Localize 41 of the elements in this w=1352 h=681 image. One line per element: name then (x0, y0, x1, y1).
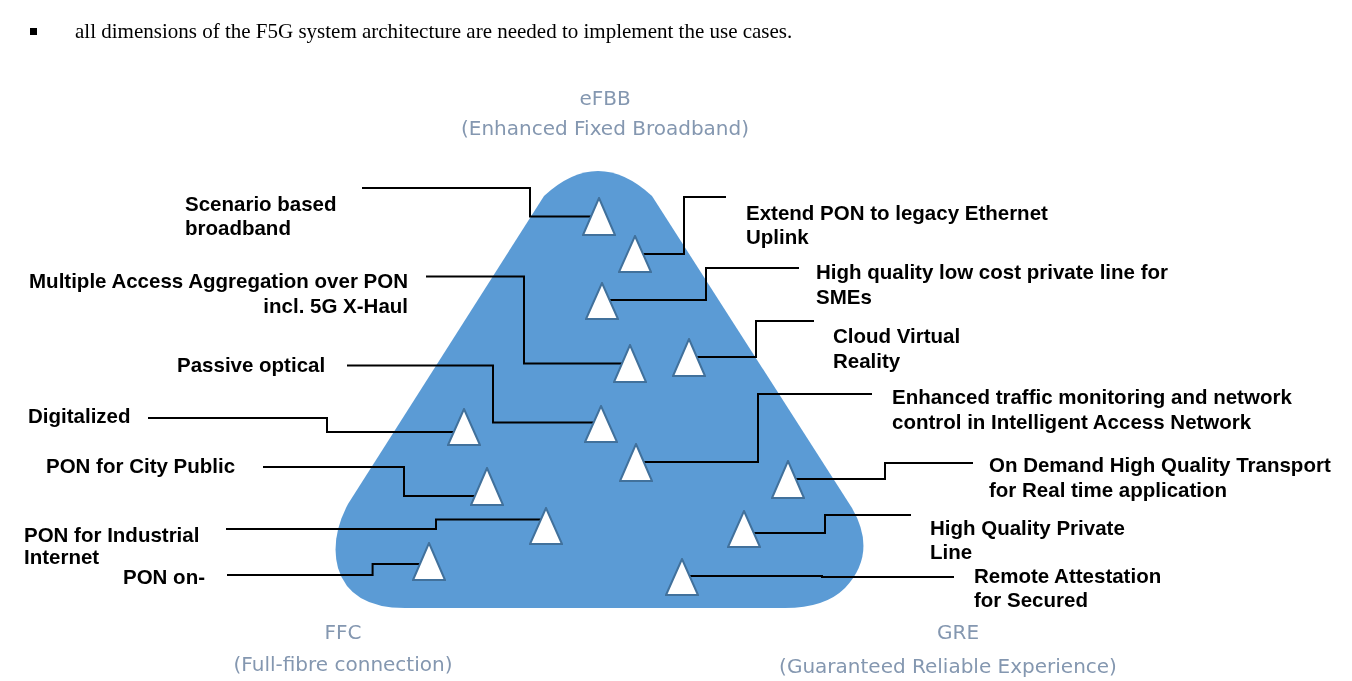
triangle-marker (582, 197, 616, 236)
leader-line (642, 196, 727, 255)
use-case-label: Multiple Access Aggregation over PON incl. 5G X-Haul (3, 268, 426, 318)
leader-line (425, 275, 623, 365)
use-case-label: PON on- (123, 568, 227, 586)
use-case-label: High quality low cost private line for SMEs (799, 259, 1188, 309)
triangle-marker (613, 344, 647, 383)
dimension-title: FFC (324, 620, 362, 644)
leader-line (262, 466, 476, 497)
use-case-label: Passive optical (177, 353, 347, 377)
bullet-text: all dimensions of the F5G system architecture are needed to implement the use cases. (75, 18, 793, 44)
use-case-label: PON for Industrial Internet (24, 524, 226, 568)
use-case-label: Cloud Virtual Reality (814, 317, 983, 373)
leader-line (226, 563, 421, 576)
triangle-marker (412, 542, 446, 581)
triangle-marker (584, 405, 618, 443)
triangle-marker (529, 507, 563, 545)
use-case-label: Remote Attestation for Secured (954, 564, 1189, 612)
triangle-marker (470, 467, 504, 506)
dimension-subtitle: (Guaranteed Reliable Experience) (779, 654, 1117, 678)
leader-line (361, 187, 592, 218)
use-case-label: High Quality Private Line (911, 513, 1145, 564)
triangle-marker (585, 282, 619, 320)
use-case-label: Extend PON to legacy Ethernet Uplink (726, 191, 1071, 249)
triangle-marker (771, 460, 805, 499)
use-case-label: On Demand High Quality Transport for Real time application (973, 452, 1349, 502)
dimension-title: GRE (937, 620, 979, 644)
use-case-label: PON for City Public (46, 454, 263, 478)
dimension-subtitle: (Enhanced Fixed Broadband) (460, 116, 750, 140)
triangle-marker (665, 558, 699, 596)
dimension-title: eFBB (579, 86, 631, 110)
triangle-marker (672, 338, 706, 377)
triangle-marker (447, 408, 481, 446)
use-case-label: Scenario based broadband (185, 186, 362, 240)
dimension-subtitle: (Full-fibre connection) (233, 652, 453, 676)
triangle-marker (618, 235, 652, 273)
use-case-label: Digitalized (28, 404, 148, 428)
triangle-marker (619, 443, 653, 482)
triangle-marker (727, 510, 761, 548)
leader-line (147, 417, 455, 433)
use-case-label: Enhanced traffic monitoring and network control in Intelligent Access Network (872, 384, 1312, 434)
